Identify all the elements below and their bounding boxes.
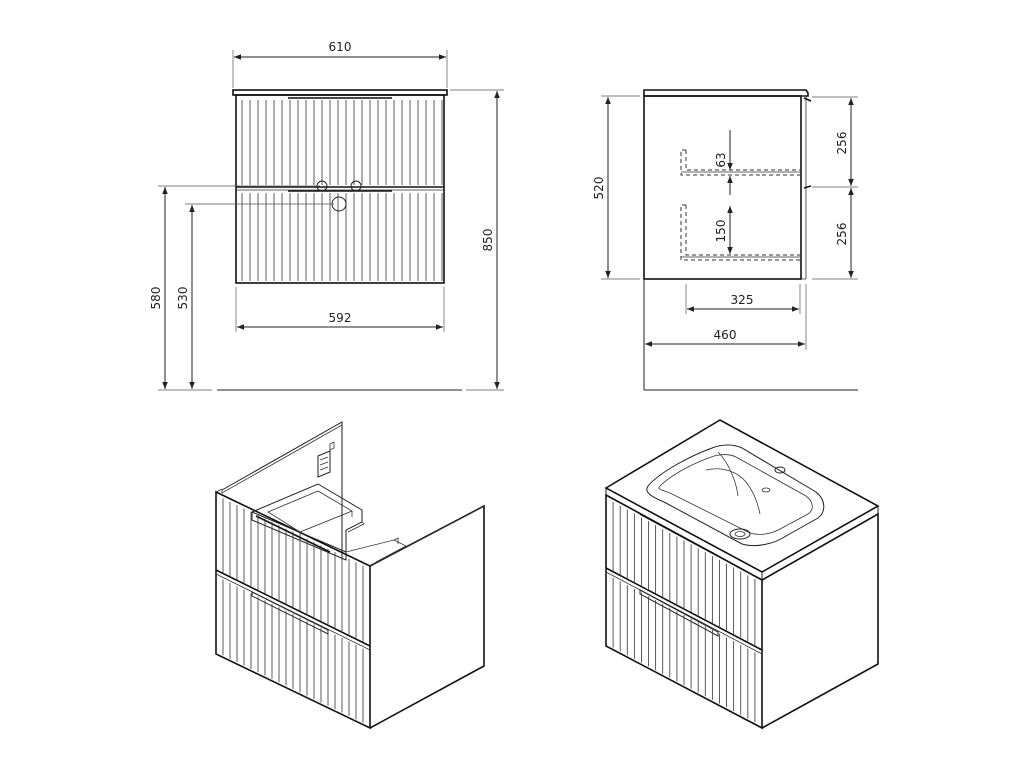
side-view bbox=[643, 89, 858, 391]
iso-basin-top bbox=[604, 419, 880, 573]
dim-label-850: 850 bbox=[481, 229, 495, 252]
front-flute-lines bbox=[241, 100, 443, 281]
dim-label-63: 63 bbox=[714, 152, 728, 167]
side-cabinet-body bbox=[643, 95, 802, 280]
iso-back-panel bbox=[221, 421, 343, 560]
basin-inner bbox=[658, 454, 813, 535]
side-dimensions: 520 256 256 63 150 325 460 bbox=[592, 95, 858, 350]
dim-label-580: 580 bbox=[149, 287, 163, 310]
iso-view-open bbox=[215, 421, 485, 730]
dim-label-256-bottom: 256 bbox=[835, 223, 849, 246]
dim-label-610: 610 bbox=[329, 40, 352, 54]
front-dimensions: 610 592 850 580 530 bbox=[149, 40, 504, 391]
iso-basin-handle-bottom bbox=[639, 589, 719, 637]
basin-outer bbox=[646, 444, 825, 547]
drain-hole bbox=[331, 196, 347, 212]
iso-drawer-split bbox=[215, 569, 371, 647]
side-drawer-lower-outline bbox=[680, 204, 800, 261]
dim-label-520: 520 bbox=[592, 177, 606, 200]
iso-side-panel bbox=[369, 504, 485, 729]
iso-basin-handle-top bbox=[639, 513, 719, 557]
dim-label-256-top: 256 bbox=[835, 132, 849, 155]
side-drawer-upper-outline bbox=[680, 149, 800, 176]
wall-bracket-icon bbox=[317, 450, 331, 478]
side-countertop bbox=[643, 89, 809, 97]
iso-basin-drawer-split bbox=[605, 567, 763, 651]
dim-label-150: 150 bbox=[714, 220, 728, 243]
iso-basin-side-panel bbox=[761, 512, 879, 729]
front-view bbox=[217, 89, 462, 391]
pipe-hole-right bbox=[350, 180, 362, 192]
dim-label-460: 460 bbox=[714, 328, 737, 342]
dim-label-530: 530 bbox=[176, 287, 190, 310]
iso-view-basin bbox=[604, 419, 880, 730]
iso-handle-bottom bbox=[251, 591, 329, 635]
iso-basin-flute-lines bbox=[612, 501, 756, 723]
front-cabinet-body bbox=[235, 94, 445, 284]
dim-label-592: 592 bbox=[329, 311, 352, 325]
basin-overflow bbox=[761, 487, 771, 493]
iso-open-flute-lines bbox=[222, 498, 364, 723]
dim-label-325: 325 bbox=[731, 293, 754, 307]
tap-hole bbox=[774, 466, 786, 474]
basin-drain bbox=[729, 528, 751, 540]
